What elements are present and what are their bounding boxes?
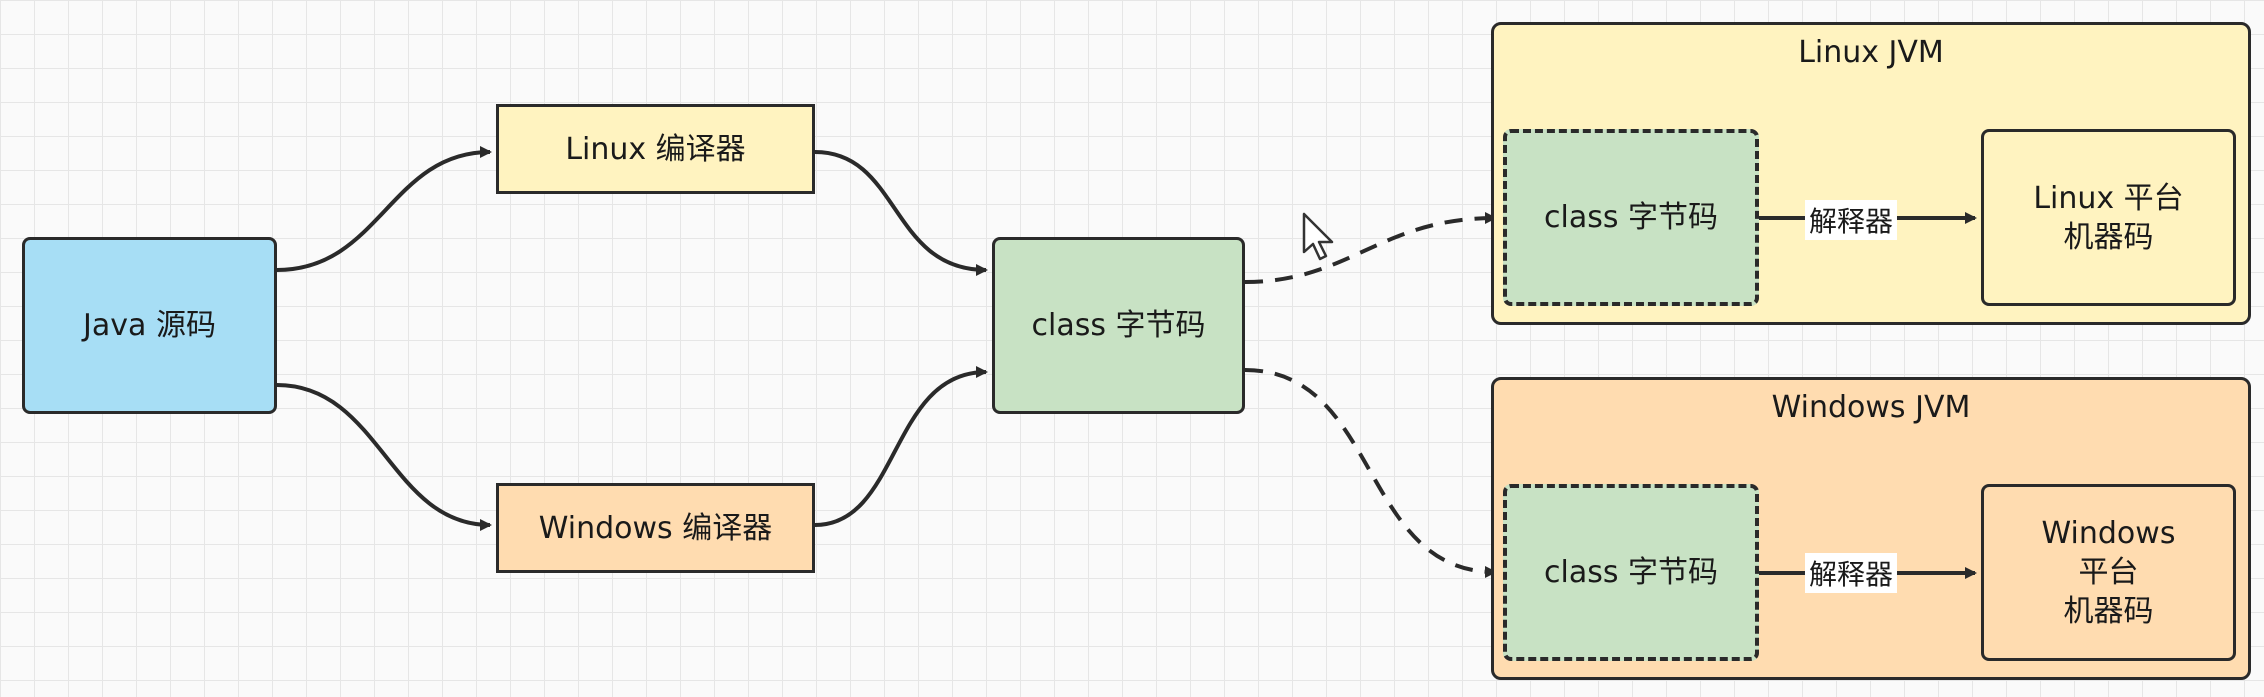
class-bytecode-label: class 字节码 xyxy=(1031,308,1206,343)
edge-linux-compiler-to-class xyxy=(814,150,988,276)
linux-machine-code-node: Linux 平台 机器码 xyxy=(1981,129,2236,306)
windows-jvm-bytecode-node: class 字节码 xyxy=(1503,484,1759,661)
java-source-label: Java 源码 xyxy=(83,308,216,343)
edge-class-to-windows-jvm xyxy=(1244,368,1497,578)
linux-jvm-bytecode-label: class 字节码 xyxy=(1543,200,1718,235)
linux-interpreter-label: 解释器 xyxy=(1804,200,1898,240)
edge-windows-compiler-to-class xyxy=(814,366,988,527)
edge-java-to-linux-compiler xyxy=(276,146,492,272)
mouse-cursor-icon xyxy=(1302,212,1334,261)
linux-jvm-bytecode-node: class 字节码 xyxy=(1503,129,1759,306)
linux-compiler-label: Linux 编译器 xyxy=(565,131,746,167)
linux-machine-code-label: Linux 平台 机器码 xyxy=(2033,180,2184,255)
windows-jvm-title: Windows JVM xyxy=(1771,390,1971,425)
windows-machine-code-label: Windows 平台 机器码 xyxy=(2041,516,2176,629)
windows-compiler-label: Windows 编译器 xyxy=(538,510,773,546)
windows-jvm-bytecode-label: class 字节码 xyxy=(1543,555,1718,590)
windows-interpreter-label: 解释器 xyxy=(1804,553,1898,593)
edge-java-to-windows-compiler xyxy=(276,383,492,531)
java-source-node: Java 源码 xyxy=(22,237,277,414)
class-bytecode-node: class 字节码 xyxy=(992,237,1245,414)
edge-class-to-linux-jvm xyxy=(1244,212,1497,284)
windows-machine-code-node: Windows 平台 机器码 xyxy=(1981,484,2236,661)
linux-jvm-title: Linux JVM xyxy=(1798,35,1944,70)
windows-compiler-node: Windows 编译器 xyxy=(496,483,815,573)
linux-compiler-node: Linux 编译器 xyxy=(496,104,815,194)
